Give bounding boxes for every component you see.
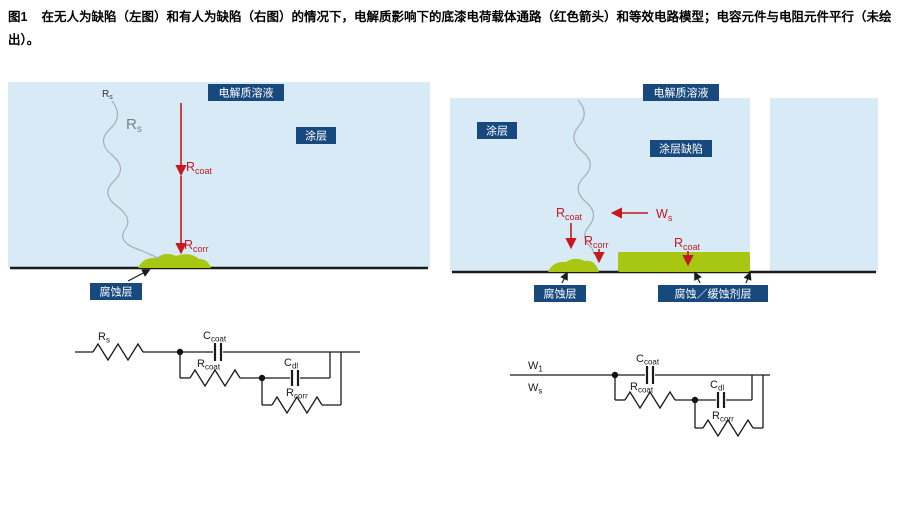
left-circuit-rs-resistor [92, 342, 144, 362]
badge-label: 电解质溶液 [654, 86, 709, 100]
right-pore-path [573, 99, 595, 255]
right-equivalent-circuit: W1 Ws Ccoat Rcoat Cdl Rcorr [510, 353, 770, 438]
badge-label: 腐蚀层 [100, 285, 133, 299]
left-equivalent-circuit: Rs Ccoat Rcoat Cdl Rcorr [75, 330, 360, 415]
left-corrosion-badge: 腐蚀层 [90, 283, 142, 300]
badge-label: 腐蚀层 [544, 287, 577, 301]
left-rs-pore-label: Rs [126, 116, 142, 135]
badge-bg [208, 84, 284, 101]
right-corrosion-badge: 腐蚀层 [534, 285, 586, 302]
right-circuit-rcorr-label: Rcorr [712, 410, 734, 424]
right-circuit-ws-label: Ws [528, 382, 542, 396]
left-corrosion-pointer-arrow [127, 269, 151, 282]
badge-bg [643, 84, 719, 101]
badge-label: 腐蚀／缓蚀剂层 [675, 287, 752, 301]
right-defect-badge: 涂层缺陷 [650, 140, 712, 157]
left-diagram: 电解质溶液 涂层 腐蚀层 Rs Rs Rcoat Rcorr [8, 82, 430, 300]
left-circuit-ccoat-label: Ccoat [203, 330, 227, 344]
badge-label: 电解质溶液 [219, 86, 274, 100]
left-rs-top-label: Rs [102, 89, 113, 101]
left-rcoat-label: Rcoat [186, 160, 213, 176]
badge-label: 涂层缺陷 [659, 142, 703, 156]
badge-bg [477, 122, 517, 139]
right-ws-label: Ws [656, 207, 673, 223]
left-circuit-rcorr-label: Rcorr [286, 387, 308, 401]
left-circuit-rcoat-resistor [189, 368, 241, 388]
right-electrolyte-badge: 电解质溶液 [643, 84, 719, 101]
left-circuit-rcoat-label: Rcoat [197, 358, 221, 372]
right-coating-badge: 涂层 [477, 122, 517, 139]
right-circuit-rcoat-resistor [624, 390, 676, 410]
badge-bg [658, 285, 768, 302]
right-rcorr-label: Rcorr [584, 234, 609, 250]
badge-label: 涂层 [305, 129, 327, 143]
right-rcoat-defect-label: Rcoat [674, 236, 701, 252]
right-electrolyte-region [450, 98, 878, 272]
right-inhibitor-pointer-arrow-2 [743, 271, 752, 284]
left-electrolyte-region [8, 82, 430, 268]
right-diagram: 电解质溶液 涂层 涂层缺陷 腐蚀层 腐蚀／缓蚀剂层 Rcoat [450, 84, 878, 302]
left-circuit-cdl-label: Cdl [284, 357, 298, 371]
right-circuit-rcoat-label: Rcoat [630, 381, 654, 395]
right-circuit-rcorr-resistor [702, 418, 754, 438]
left-circuit-rs-label: Rs [98, 331, 110, 345]
left-pore-path [102, 100, 161, 260]
left-corrosion-blob [138, 253, 211, 268]
badge-bg [90, 283, 142, 300]
left-electrolyte-badge: 电解质溶液 [208, 84, 284, 101]
left-coating-badge: 涂层 [296, 127, 336, 144]
badge-label: 涂层 [486, 124, 508, 138]
coating-defect-gap [750, 98, 770, 272]
right-inhibitor-layer [618, 252, 750, 272]
right-rcoat-pore-label: Rcoat [556, 206, 583, 222]
right-circuit-ccoat-label: Ccoat [636, 353, 660, 367]
right-inhibitor-badge: 腐蚀／缓蚀剂层 [658, 285, 768, 302]
left-circuit-rcorr-resistor [271, 395, 323, 415]
right-circuit-w1-label: W1 [528, 360, 543, 374]
figure-caption-text: 在无人为缺陷（左图）和有人为缺陷（右图）的情况下，电解质影响下的底漆电荷载体通路… [8, 10, 892, 47]
right-corrosion-pointer-arrow [560, 271, 568, 284]
right-corrosion-blob [548, 258, 599, 272]
figure-number: 图1 [8, 10, 28, 24]
badge-bg [650, 140, 712, 157]
left-rcorr-label: Rcorr [184, 238, 209, 254]
badge-bg [296, 127, 336, 144]
right-circuit-cdl-label: Cdl [710, 379, 724, 393]
right-inhibitor-pointer-arrow [694, 271, 702, 284]
badge-bg [534, 285, 586, 302]
